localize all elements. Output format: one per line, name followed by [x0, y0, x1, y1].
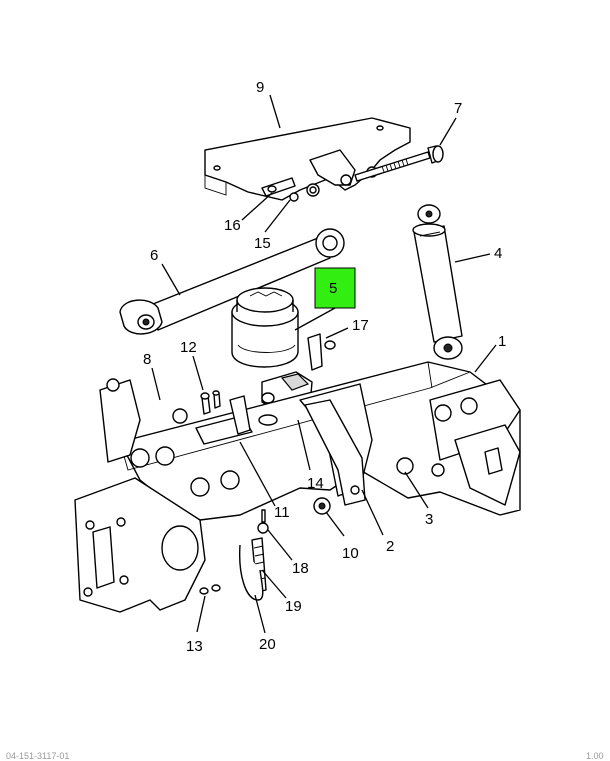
- mounting-plate: [195, 395, 278, 445]
- air-spring: [231, 287, 299, 368]
- leader-lines: [151, 94, 497, 634]
- air-line-fittings: [199, 509, 269, 601]
- callout-15: 15: [254, 235, 271, 252]
- callout-19: 19: [285, 598, 302, 615]
- callout-10: 10: [342, 545, 359, 562]
- callout-17: 17: [352, 317, 369, 334]
- torque-rod: [119, 228, 345, 335]
- callout-18: 18: [292, 560, 309, 577]
- callout-2: 2: [386, 538, 394, 555]
- callout-3: 3: [425, 511, 433, 528]
- long-bolt: [354, 145, 444, 182]
- callout-7: 7: [454, 100, 462, 117]
- callout-6: 6: [150, 247, 158, 264]
- callout-1: 1: [498, 333, 506, 350]
- callout-16: 16: [224, 217, 241, 234]
- callout-14: 14: [307, 475, 324, 492]
- callout-4: 4: [494, 245, 502, 262]
- callout-11: 11: [274, 504, 290, 521]
- footer-left: 04-151-3117-01: [6, 751, 69, 761]
- callout-13: 13: [186, 638, 203, 655]
- callout-9: 9: [256, 79, 264, 96]
- highlight-box: [314, 267, 356, 309]
- callout-20: 20: [259, 636, 276, 653]
- footer-right: 1.00: [586, 751, 604, 761]
- left-hanger-bracket: [74, 378, 206, 613]
- callout-5: 5: [329, 280, 337, 297]
- callout-8: 8: [143, 351, 151, 368]
- small-fasteners: [261, 177, 320, 202]
- shock-absorber: [412, 204, 463, 360]
- frame-hanger: [119, 361, 521, 521]
- nuts-and-bolts: [313, 457, 445, 515]
- lower-bracket: [304, 399, 366, 506]
- vertical-bolts: [200, 390, 221, 415]
- callout-12: 12: [180, 339, 197, 356]
- callout-labels: 1 2 3 4 5 6 7 8 9 10 11 12 13 14 15 16 1…: [143, 79, 506, 655]
